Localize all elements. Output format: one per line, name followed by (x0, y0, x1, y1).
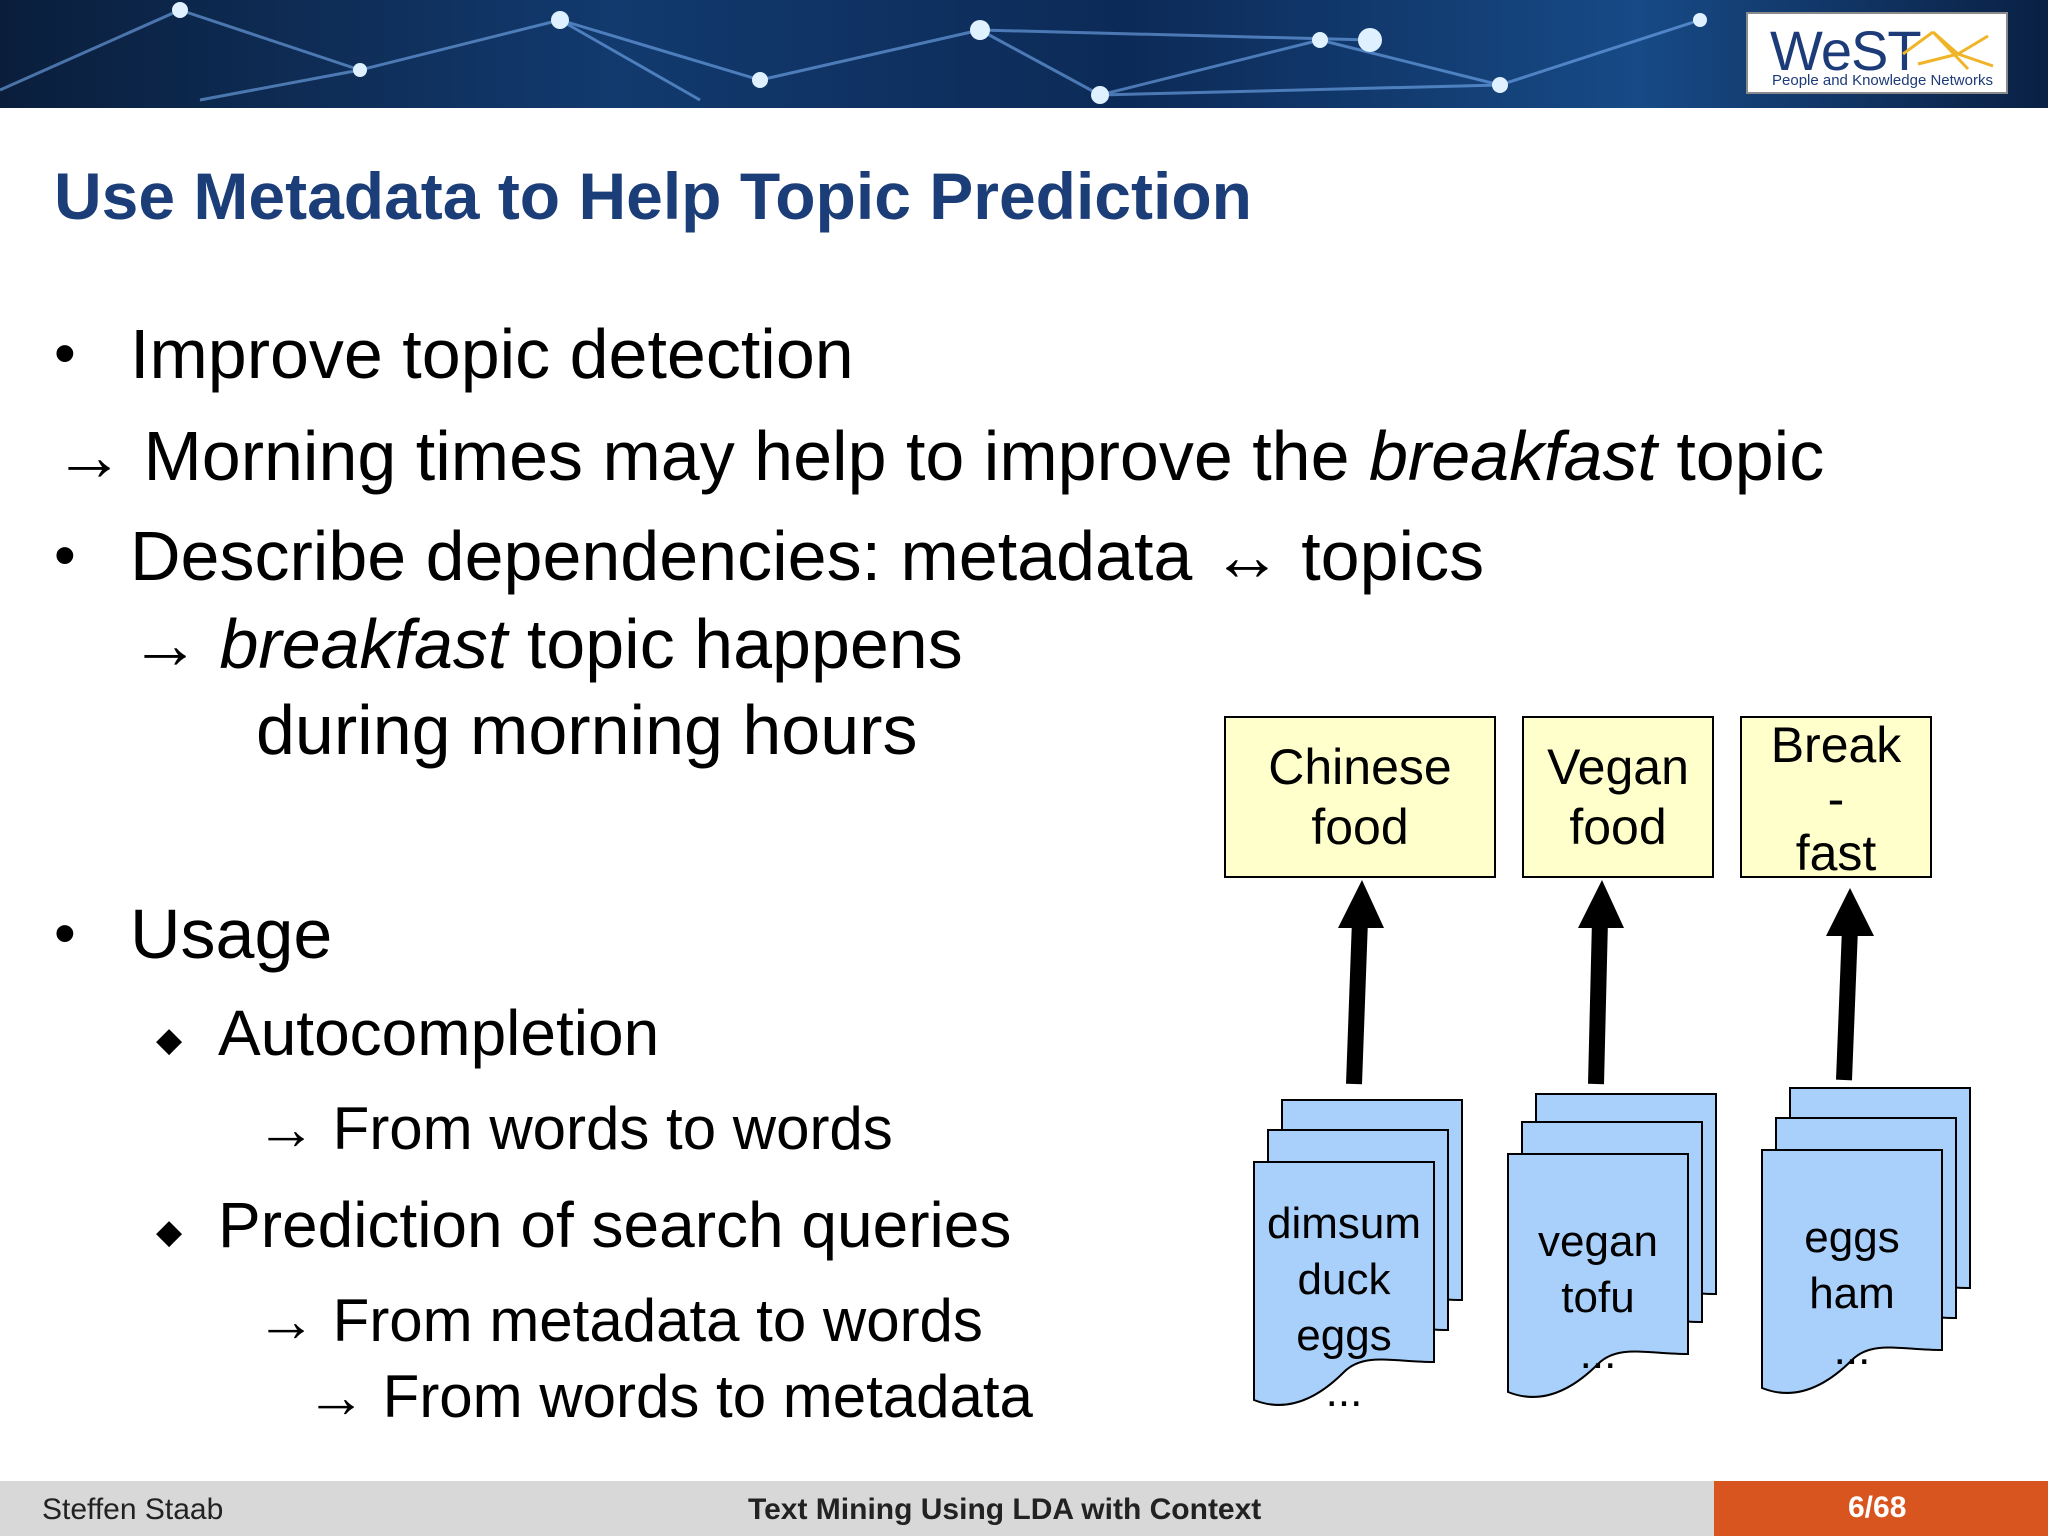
topic-box-vegan-food: Vegan food (1522, 716, 1714, 878)
arrow-text-end: topic (1656, 417, 1825, 495)
topic-box-breakfast: Break - fast (1740, 716, 1932, 880)
logo-network-icon (1902, 30, 1994, 71)
arrow-continuation: during morning hours (256, 691, 918, 769)
arrow-words-to-words: → From words to words (256, 1095, 893, 1162)
slide-title: Use Metadata to Help Topic Prediction (54, 159, 1252, 233)
west-logo: WeST People and Knowledge Networks (1746, 12, 2008, 94)
arrow-breakfast-happens: → breakfast topic happens (130, 604, 963, 684)
arrow-morning-times: → Morning times may help to improve the … (54, 416, 1824, 496)
arrow-to-breakfast (1826, 888, 1874, 1081)
arrow-text: → Morning times may help to improve the (54, 417, 1369, 495)
logo-tagline: People and Knowledge Networks (1772, 72, 1993, 89)
arrow-to-vegan-food (1578, 880, 1624, 1085)
bullet-improve-topic-detection: Improve topic detection (130, 315, 854, 393)
arrow-text: → (130, 605, 220, 683)
sub-bullet-autocompletion: Autocompletion (218, 997, 660, 1069)
arrow-to-chinese-food (1338, 880, 1384, 1085)
sub-bullet-prediction-search-queries: Prediction of search queries (218, 1189, 1012, 1261)
topic-box-chinese-food: Chinese food (1224, 716, 1496, 878)
arrow-metadata-to-words: → From metadata to words (256, 1287, 983, 1354)
footer-title: Text Mining Using LDA with Context (748, 1493, 1262, 1526)
bullet-marker: • (54, 319, 76, 388)
emphasis-breakfast: breakfast (1368, 417, 1657, 495)
logo-name: WeST (1770, 19, 1922, 82)
diamond-marker: ◆ (156, 1213, 183, 1251)
footer-author: Steffen Staab (42, 1493, 224, 1526)
diamond-marker: ◆ (156, 1021, 183, 1059)
footer-page-bar (1714, 1481, 2048, 1536)
bullet-marker: • (54, 521, 76, 590)
document-2-words: vegan tofu ... (1538, 1217, 1658, 1378)
emphasis-breakfast: breakfast (219, 605, 508, 683)
page-number: 6/68 (1848, 1491, 1907, 1524)
bullet-describe-dependencies: Describe dependencies: metadata ↔ topics (130, 517, 1485, 595)
footer-bar (0, 1481, 1714, 1536)
bullet-usage: Usage (130, 895, 333, 973)
bullet-marker: • (54, 899, 76, 968)
network-background (0, 2, 1707, 104)
arrow-text-end: topic happens (507, 605, 963, 683)
document-1-words: dimsum duck eggs ... (1266, 1199, 1422, 1416)
document-3-words: eggs ham ... (1804, 1213, 1900, 1374)
arrow-words-to-metadata: → From words to metadata (306, 1363, 1033, 1430)
header-banner: WeST People and Knowledge Networks (0, 0, 2048, 108)
